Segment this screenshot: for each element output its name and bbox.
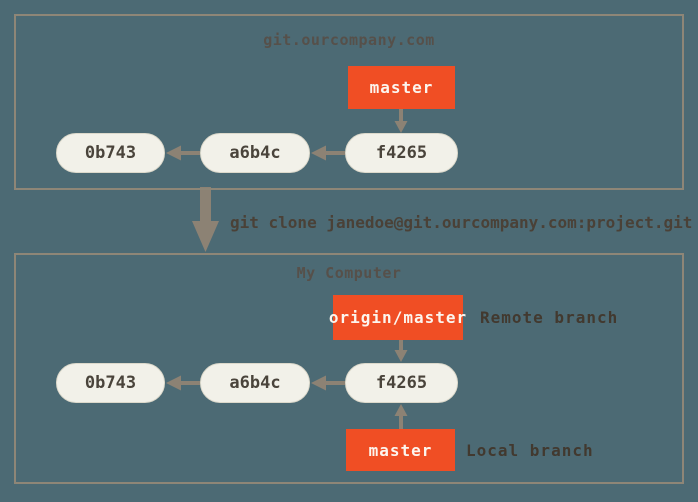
- git-clone-command: git clone janedoe@git.ourcompany.com:pro…: [230, 213, 693, 232]
- local-commit-0b743: 0b743: [56, 363, 165, 403]
- local-branch-annotation: Local branch: [466, 441, 594, 460]
- remote-commit-0b743: 0b743: [56, 133, 165, 173]
- local-master-branch-box: master: [346, 429, 455, 471]
- remote-commit-a6b4c: a6b4c: [200, 133, 310, 173]
- remote-branch-annotation: Remote branch: [480, 308, 619, 327]
- local-commit-f4265: f4265: [345, 363, 458, 403]
- remote-server-box: [14, 14, 684, 190]
- remote-commit-f4265: f4265: [345, 133, 458, 173]
- remote-master-branch-box: master: [348, 66, 455, 109]
- local-machine-box: [14, 253, 684, 484]
- local-origin-master-branch-box: origin/master: [329, 295, 466, 340]
- arrow-clone-download: [192, 187, 219, 252]
- local-commit-a6b4c: a6b4c: [200, 363, 310, 403]
- remote-server-title: git.ourcompany.com: [263, 31, 435, 49]
- local-machine-title: My Computer: [296, 264, 402, 282]
